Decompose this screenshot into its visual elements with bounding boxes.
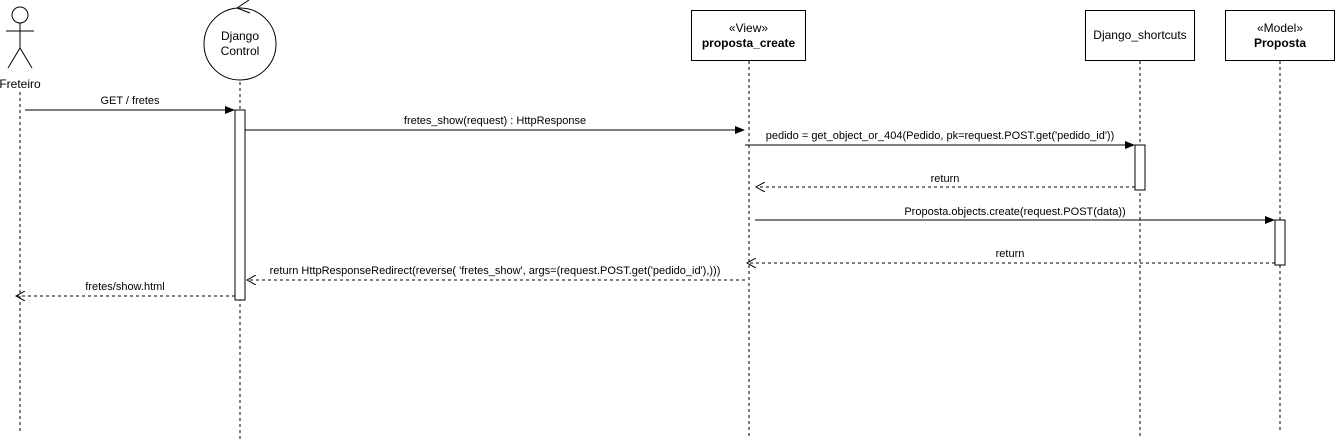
- view-box: «View» proposta_create: [691, 10, 806, 61]
- activation-control: [234, 109, 246, 301]
- control-label: Django Control: [221, 29, 260, 59]
- msg-create-label: Proposta.objects.create(request.POST(dat…: [904, 206, 1126, 218]
- actor-label: Freteiro: [0, 77, 41, 91]
- shortcuts-box: Django_shortcuts: [1085, 10, 1195, 61]
- activation-proposta: [1274, 219, 1286, 266]
- msg-get-fretes-label: GET / fretes: [100, 95, 160, 107]
- msg-get-object-label: pedido = get_object_or_404(Pedido, pk=re…: [765, 130, 1115, 142]
- model-box: «Model» Proposta: [1225, 10, 1335, 61]
- msg-redirect-label: return HttpResponseRedirect(reverse( 'fr…: [269, 265, 721, 277]
- activation-shortcuts: [1134, 144, 1146, 191]
- msg-return-shortcuts-label: return: [930, 173, 960, 185]
- control-label-line1: Django: [220, 29, 260, 43]
- view-name: proposta_create: [701, 35, 796, 50]
- msg-show-html-label: fretes/show.html: [85, 281, 165, 293]
- model-name: Proposta: [1253, 35, 1306, 50]
- msg-fretes-show-label: fretes_show(request) : HttpResponse: [403, 115, 587, 127]
- actor-figure: [6, 6, 34, 69]
- model-stereotype: «Model»: [1256, 20, 1304, 35]
- control-symbol: [203, 0, 277, 81]
- view-stereotype: «View»: [728, 20, 769, 35]
- msg-return-proposta-label: return: [995, 248, 1025, 260]
- shortcuts-name: Django_shortcuts: [1093, 28, 1187, 42]
- control-label-line2: Control: [220, 44, 260, 58]
